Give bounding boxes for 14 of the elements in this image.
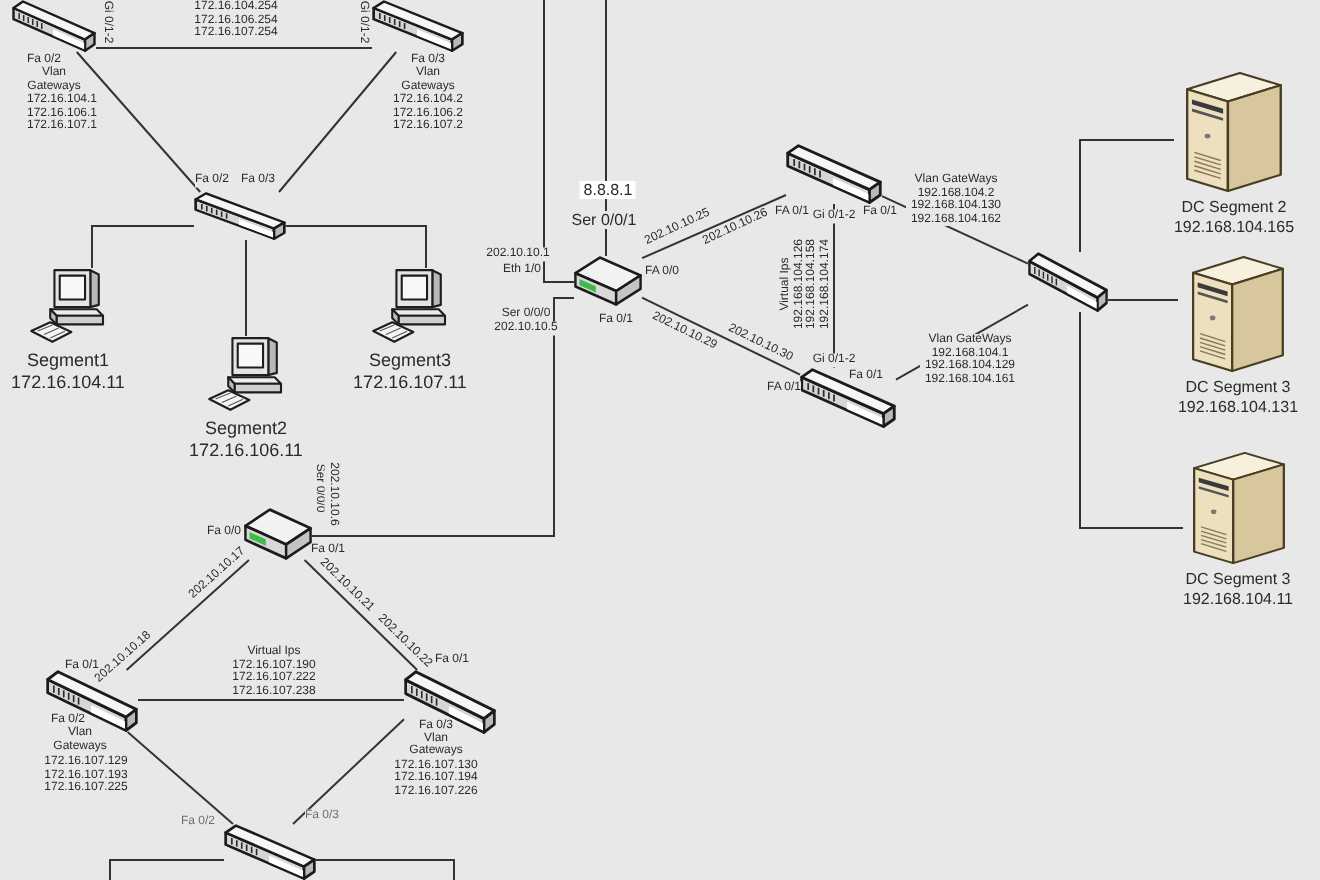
device-name: Segment2 xyxy=(204,418,287,439)
ip-address: 192.168.104.131 xyxy=(1177,397,1299,416)
device-name: DC Segment 3 xyxy=(1185,378,1291,397)
ip-address: 192.168.104.11 xyxy=(1183,589,1293,608)
port-label: Ser 0/0/1 xyxy=(571,211,637,229)
ip-address: 8.8.8.1 xyxy=(579,181,637,199)
device-name: DC Segment 3 xyxy=(1185,570,1291,589)
ip-address: 172.16.106.11 xyxy=(189,439,303,460)
device-name: Segment1 xyxy=(26,350,109,371)
ip-address: 172.16.107.11 xyxy=(353,371,467,392)
ip-address: 192.168.104.165 xyxy=(1173,217,1295,236)
device-name: Segment3 xyxy=(368,350,451,371)
ip-address: 172.16.104.11 xyxy=(11,371,125,392)
device-name: DC Segment 2 xyxy=(1181,198,1287,217)
